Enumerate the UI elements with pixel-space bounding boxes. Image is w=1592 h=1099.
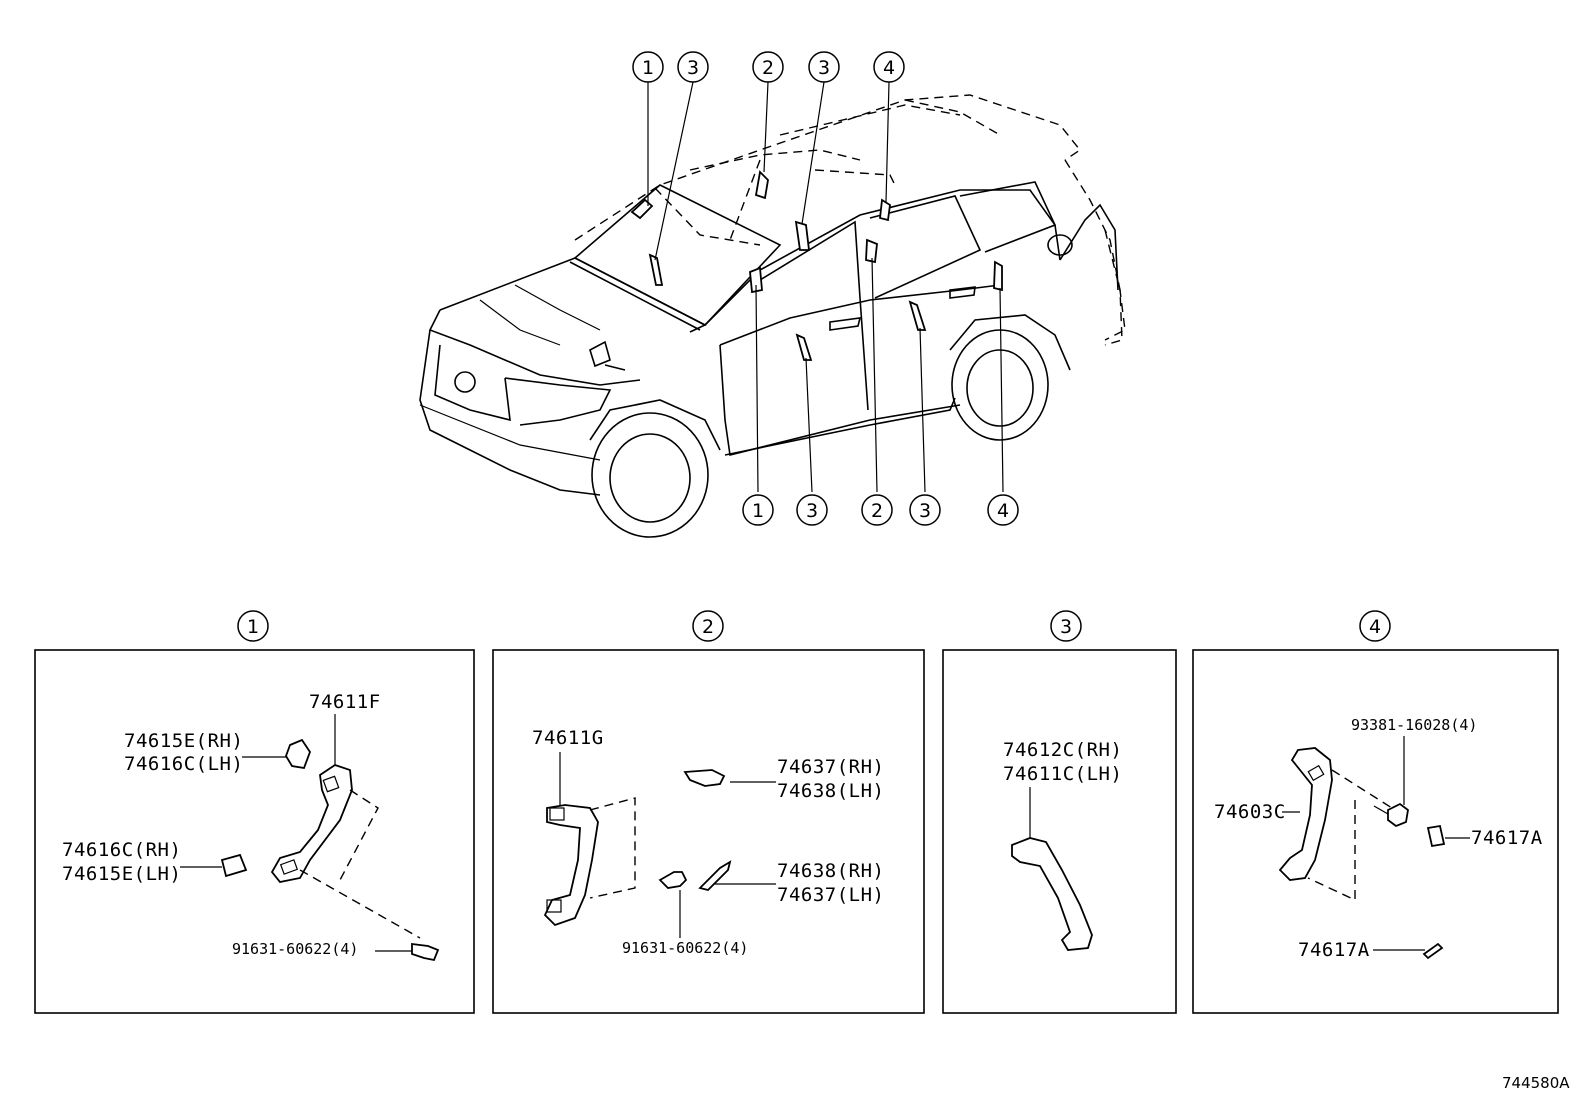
part-label-cap-right: 74617A <box>1471 827 1543 849</box>
callout-circle <box>808 51 840 83</box>
callout-circle <box>632 51 664 83</box>
part-label-cap-lower-rh: 74616C(RH) <box>62 839 181 861</box>
panel-frame <box>34 649 475 1014</box>
cap-upper-shape <box>285 738 312 770</box>
callout-number: 2 <box>871 500 883 522</box>
panel-number: 1 <box>247 616 259 638</box>
cover-lower-shape <box>698 860 732 891</box>
screw-shape <box>1387 802 1409 828</box>
vehicle-illustration <box>419 81 1126 538</box>
callout-circle <box>677 51 709 83</box>
part-label-grip-rh: 74612C(RH) <box>1003 739 1122 761</box>
callout-number: 3 <box>806 500 818 522</box>
cap-lower-shape <box>220 853 248 878</box>
panel-number: 2 <box>702 616 714 638</box>
panel-number-circle <box>1050 610 1082 642</box>
bottom-callouts: 1 3 2 3 4 <box>742 494 1019 526</box>
panel-1: 1 74611F 74615E(RH) 74616C(LH) 74616C(RH… <box>34 610 475 1014</box>
cover-upper-shape <box>683 769 726 787</box>
callout-number: 1 <box>642 57 654 79</box>
grab-handle-74603C-shape <box>1278 747 1333 881</box>
panel-2: 2 74611G 74637(RH) 74638(LH) 74638(RH) 7… <box>492 610 925 1014</box>
top-callouts: 1 3 2 3 4 <box>632 51 905 83</box>
panel-number-circle <box>692 610 724 642</box>
part-label-bolt: 91631-60622(4) <box>232 940 358 958</box>
panel-number: 4 <box>1369 616 1381 638</box>
callout-number: 3 <box>919 500 931 522</box>
part-label-74611G: 74611G <box>532 727 604 749</box>
callout-number: 4 <box>883 57 895 79</box>
bolt-shape <box>658 871 688 889</box>
panel-frame <box>1192 649 1559 1014</box>
cap-bottom-shape <box>1422 942 1444 960</box>
panel-number-circle <box>237 610 269 642</box>
cap-right-shape <box>1426 824 1446 848</box>
callout-circle <box>752 51 784 83</box>
panel-number: 3 <box>1060 616 1072 638</box>
part-label-grip-lh: 74611C(LH) <box>1003 763 1122 785</box>
callout-number: 2 <box>762 57 774 79</box>
part-label-cap-upper-lh: 74616C(LH) <box>124 753 243 775</box>
callout-circle <box>873 51 905 83</box>
callout-circle <box>987 494 1019 526</box>
part-label-cover-lower-lh: 74637(LH) <box>777 884 884 906</box>
callout-circle <box>742 494 774 526</box>
callout-number: 3 <box>687 57 699 79</box>
part-label-bolt: 91631-60622(4) <box>622 939 748 957</box>
illustration-reference: 744580A <box>1502 1074 1570 1092</box>
part-label-cap-bottom: 74617A <box>1298 939 1370 961</box>
callout-number: 3 <box>818 57 830 79</box>
panel-frame <box>492 649 925 1014</box>
part-label-cover-upper-lh: 74638(LH) <box>777 780 884 802</box>
callout-number: 4 <box>997 500 1009 522</box>
callout-number: 1 <box>752 500 764 522</box>
part-label-74603C: 74603C <box>1214 801 1286 823</box>
grab-handle-74611F-shape <box>270 764 353 883</box>
panel-frame <box>942 649 1177 1014</box>
assist-grip-shape <box>1011 837 1093 951</box>
part-label-cap-lower-lh: 74615E(LH) <box>62 863 181 885</box>
part-label-74611F: 74611F <box>309 691 381 713</box>
panel-number-circle <box>1359 610 1391 642</box>
part-label-screw: 93381-16028(4) <box>1351 716 1477 734</box>
panel-4: 4 93381-16028(4) 74603C 74617A 74617A <box>1192 610 1559 1014</box>
part-label-cap-upper-rh: 74615E(RH) <box>124 730 243 752</box>
part-label-cover-upper-rh: 74637(RH) <box>777 756 884 778</box>
bolt-shape <box>411 942 440 962</box>
callout-circle <box>796 494 828 526</box>
grab-handle-74611G-shape <box>543 804 599 927</box>
callout-circle <box>909 494 941 526</box>
panel-3: 3 74612C(RH) 74611C(LH) <box>942 610 1177 1014</box>
part-label-cover-lower-rh: 74638(RH) <box>777 860 884 882</box>
callout-circle <box>861 494 893 526</box>
